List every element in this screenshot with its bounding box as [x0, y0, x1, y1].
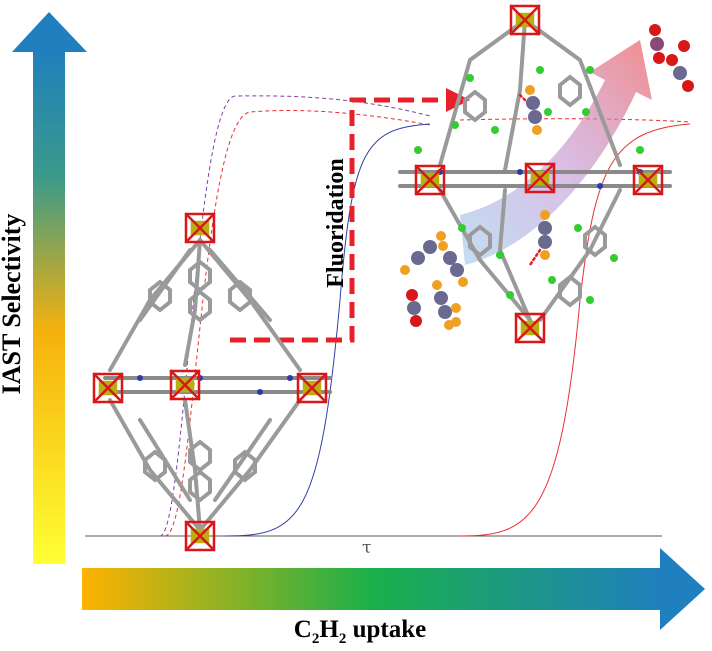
c2h2-free-4 [451, 303, 461, 327]
gas-molecules [400, 24, 694, 330]
co2-top-3 [678, 40, 690, 52]
c2h2-in-pore-2 [538, 210, 552, 260]
fluoridation-label: Fluoridation [323, 158, 349, 288]
x-axis-arrow [82, 548, 705, 630]
c2h2-free-3 [438, 241, 468, 287]
curve-red-solid [459, 123, 691, 537]
c2h2-free-1 [400, 231, 446, 275]
x-label-sub2: 2 [338, 631, 347, 647]
fluoridation-arrow [230, 97, 448, 343]
y-axis-label: IAST Selectivity [0, 213, 26, 395]
isotherm-curves [159, 95, 691, 537]
c2h2-in-pore-1 [525, 85, 542, 135]
x-axis-label: C2H2 uptake [260, 616, 460, 648]
x-label-sub1: 2 [311, 631, 320, 647]
x-label-uptake: uptake [346, 616, 427, 643]
curve-purple-dashed [159, 95, 431, 537]
selectivity-band [460, 40, 652, 265]
curve-red-dashed-2 [459, 118, 691, 123]
co2-top-1 [649, 24, 665, 64]
x-label-c: C [293, 616, 312, 643]
parent-framework [92, 212, 332, 552]
x-label-h: H [319, 616, 339, 643]
y-axis-arrow [12, 12, 87, 564]
curve-red-dashed-1 [164, 110, 431, 537]
curve-blue [224, 123, 431, 537]
co2-free-1 [406, 289, 422, 327]
c2h2-free-2 [432, 280, 454, 330]
co2-top-2 [666, 54, 694, 92]
tau-label: τ [362, 538, 372, 558]
